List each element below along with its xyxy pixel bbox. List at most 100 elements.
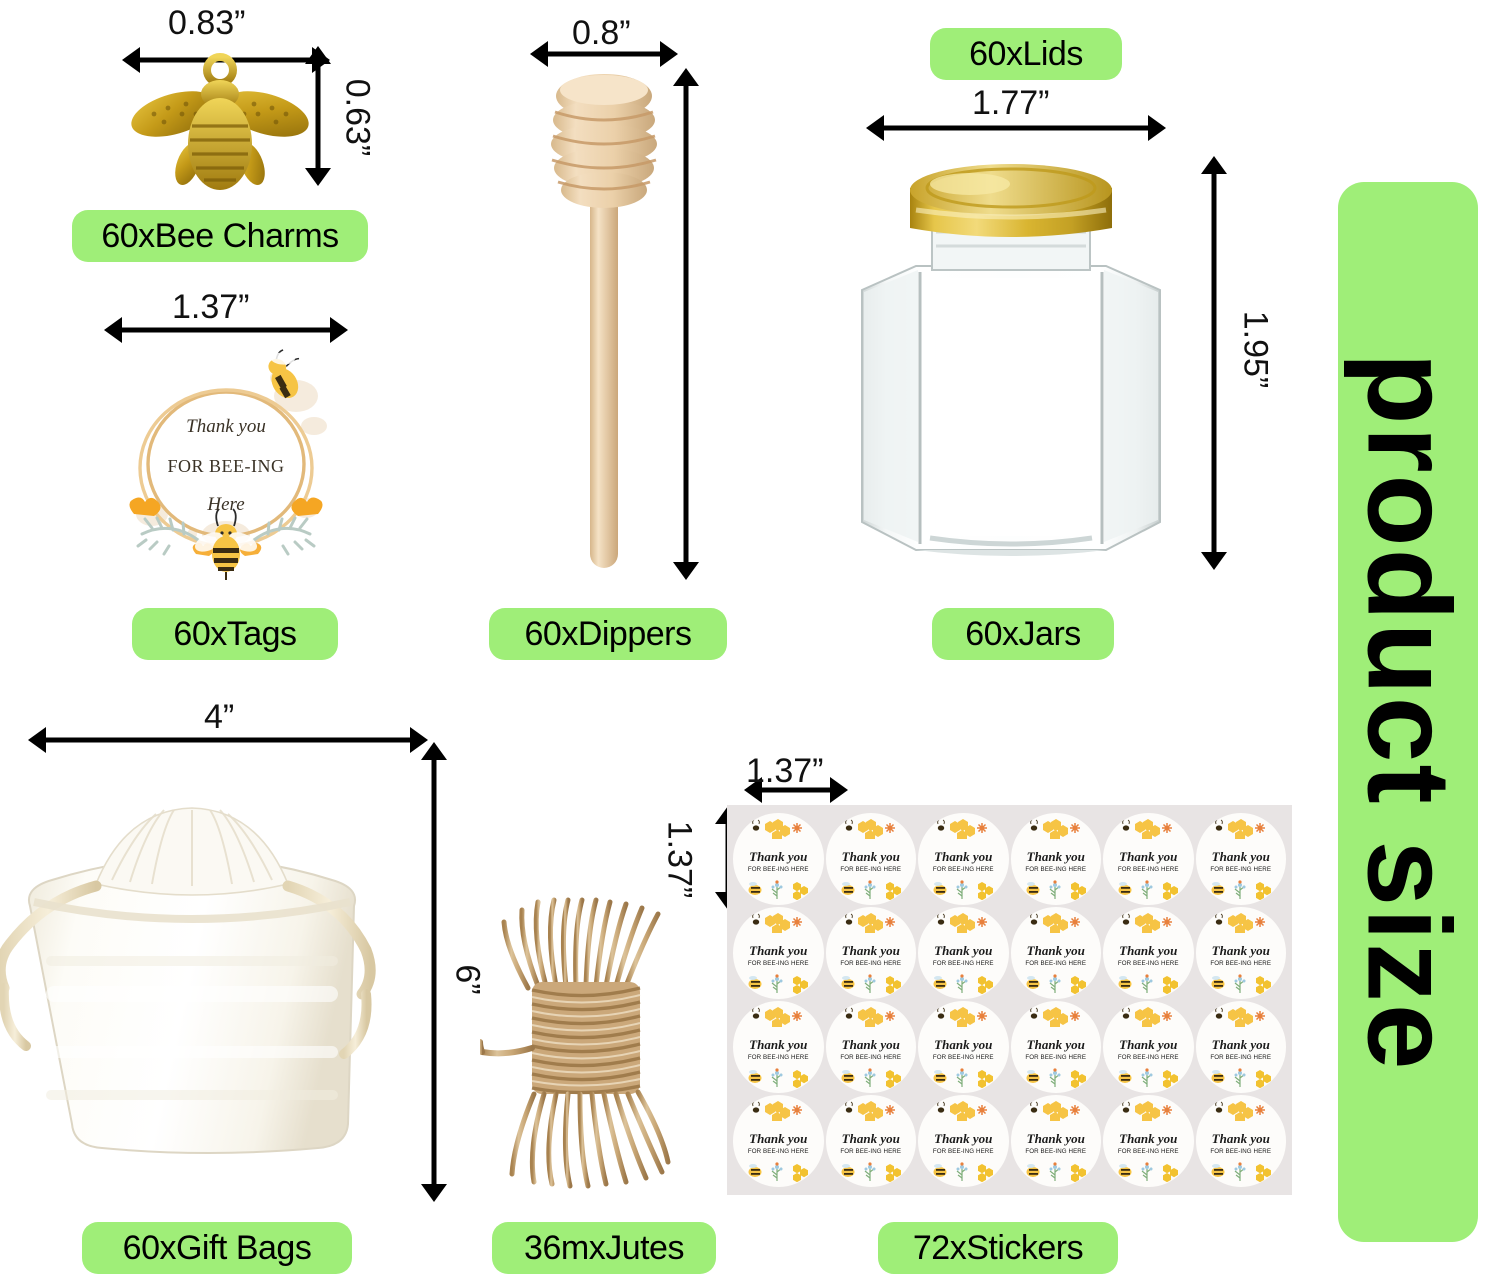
sticker-thanks-text: Thank you: [749, 1130, 808, 1146]
sticker-thanks-text: Thank you: [1211, 1130, 1270, 1146]
sticker-thanks-text: Thank you: [1211, 942, 1270, 958]
bee-charm-image: [126, 52, 314, 200]
sticker-thanks-text: Thank you: [1026, 848, 1085, 864]
badge-jutes: 36mxJutes: [492, 1222, 716, 1274]
badge-gift-bags: 60xGift Bags: [82, 1222, 352, 1274]
sticker-sub-text: FOR BEE-ING HERE: [840, 1147, 902, 1155]
badge-lids-label: 60xLids: [969, 34, 1083, 73]
sticker-thanks-text: Thank you: [1119, 1130, 1178, 1146]
badge-stickers-label: 72xStickers: [912, 1228, 1084, 1267]
jar-image: [840, 162, 1182, 578]
tag-line-1: Thank you: [186, 416, 266, 437]
sticker-sub-text: FOR BEE-ING HERE: [840, 865, 902, 873]
sticker-sub-text: FOR BEE-ING HERE: [747, 1147, 809, 1155]
badge-stickers: 72xStickers: [878, 1222, 1118, 1274]
sticker-sub-text: FOR BEE-ING HERE: [1117, 865, 1179, 873]
tag-line-3: Here: [207, 494, 245, 515]
sticker-sub-text: FOR BEE-ING HERE: [1025, 959, 1087, 967]
sticker-sub-text: FOR BEE-ING HERE: [1025, 1053, 1087, 1061]
badge-bee-charms: 60xBee Charms: [72, 210, 368, 262]
badge-dippers-label: 60xDippers: [524, 614, 692, 653]
sticker-sub-text: FOR BEE-ING HERE: [1117, 959, 1179, 967]
sticker-sub-text: FOR BEE-ING HERE: [1025, 1147, 1087, 1155]
badge-jars: 60xJars: [932, 608, 1114, 660]
sticker-sub-text: FOR BEE-ING HERE: [1210, 959, 1272, 967]
sticker-thanks-text: Thank you: [1211, 848, 1270, 864]
sticker-thanks-text: Thank you: [841, 1130, 900, 1146]
dipper-width-label: 0.8”: [572, 14, 631, 52]
sticker-sub-text: FOR BEE-ING HERE: [840, 1053, 902, 1061]
sticker-thanks-text: Thank you: [841, 942, 900, 958]
sticker-sub-text: FOR BEE-ING HERE: [1025, 865, 1087, 873]
sticker-thanks-text: Thank you: [841, 848, 900, 864]
gift-bag-image: [0, 760, 420, 1200]
sticker-thanks-text: Thank you: [1211, 1036, 1270, 1052]
sticker-thanks-text: Thank you: [934, 1130, 993, 1146]
sticker-thanks-text: Thank you: [1026, 1130, 1085, 1146]
badge-tags: 60xTags: [132, 608, 338, 660]
sticker-width-label: 1.37”: [746, 752, 824, 790]
badge-gift-bags-label: 60xGift Bags: [122, 1228, 312, 1267]
badge-jars-label: 60xJars: [965, 614, 1081, 653]
lid-width-label: 1.77”: [972, 84, 1050, 122]
sticker-sub-text: FOR BEE-ING HERE: [840, 959, 902, 967]
sticker-sub-text: FOR BEE-ING HERE: [1117, 1147, 1179, 1155]
sticker-thanks-text: Thank you: [1119, 1036, 1178, 1052]
sticker-sub-text: FOR BEE-ING HERE: [1210, 1147, 1272, 1155]
sticker-thanks-text: Thank you: [841, 1036, 900, 1052]
jar-height-label: 1.95”: [1236, 310, 1275, 389]
sticker-sub-text: FOR BEE-ING HERE: [747, 865, 809, 873]
sticker-sub-text: FOR BEE-ING HERE: [747, 959, 809, 967]
sticker-thanks-text: Thank you: [934, 1036, 993, 1052]
product-size-banner-label: product size: [1342, 352, 1475, 1072]
sticker-sub-text: FOR BEE-ING HERE: [932, 865, 994, 873]
sticker-sub-text: FOR BEE-ING HERE: [1210, 865, 1272, 873]
badge-bee-charms-label: 60xBee Charms: [101, 216, 339, 255]
sticker-sub-text: FOR BEE-ING HERE: [932, 959, 994, 967]
sticker-sub-text: FOR BEE-ING HERE: [932, 1053, 994, 1061]
bee-charm-height-label: 0.63”: [338, 78, 377, 157]
sticker-thanks-text: Thank you: [1026, 942, 1085, 958]
sticker-height-label: 1.37”: [660, 820, 699, 899]
tag-width-label: 1.37”: [172, 288, 250, 326]
sticker-thanks-text: Thank you: [749, 848, 808, 864]
tag-line-2: FOR BEE-ING: [167, 456, 285, 476]
gift-bag-width-label: 4”: [204, 698, 235, 736]
tag-image: Thank you FOR BEE-ING Here: [100, 348, 352, 596]
bee-charm-width-label: 0.83”: [168, 4, 246, 42]
sticker-thanks-text: Thank you: [1026, 1036, 1085, 1052]
jute-twine-image: [477, 870, 700, 1200]
sticker-thanks-text: Thank you: [749, 942, 808, 958]
sticker-thanks-text: Thank you: [934, 942, 993, 958]
sticker-thanks-text: Thank you: [1119, 942, 1178, 958]
sticker-sub-text: FOR BEE-ING HERE: [1117, 1053, 1179, 1061]
sticker-sub-text: FOR BEE-ING HERE: [932, 1147, 994, 1155]
sticker-thanks-text: Thank you: [1119, 848, 1178, 864]
sticker-sub-text: FOR BEE-ING HERE: [747, 1053, 809, 1061]
